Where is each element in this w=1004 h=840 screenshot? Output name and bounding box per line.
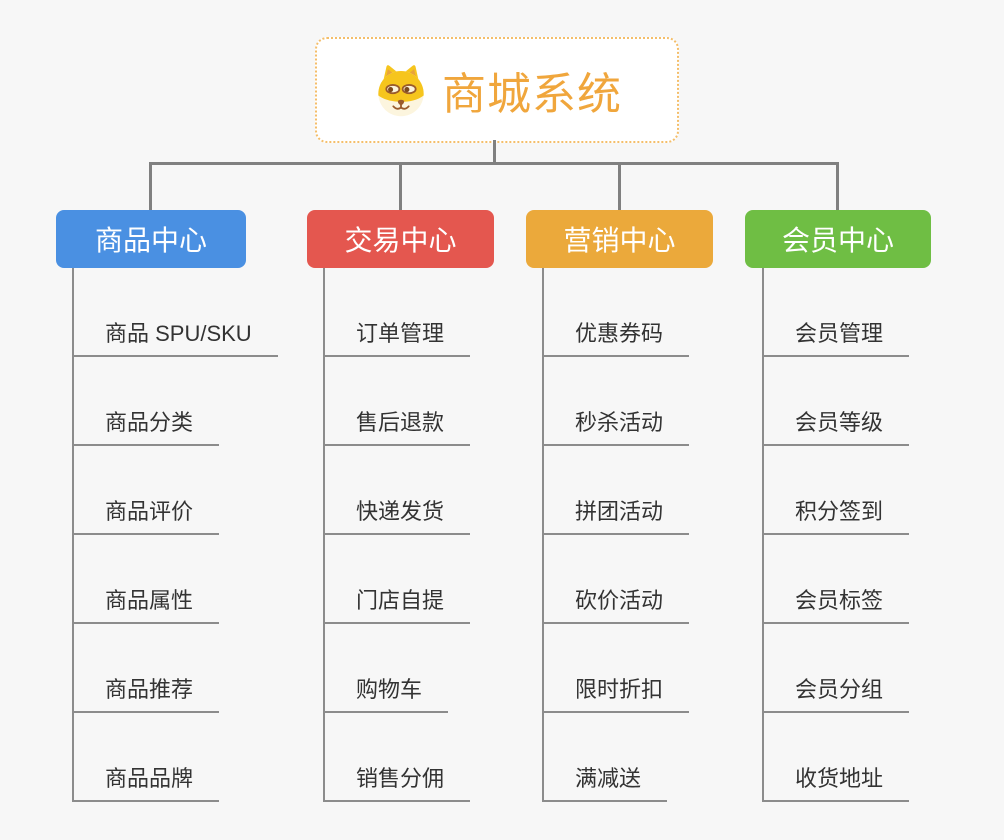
child-topic[interactable]: 商品品牌 xyxy=(72,766,220,802)
child-topic[interactable]: 商品属性 xyxy=(72,588,220,624)
branch-drop-connector xyxy=(149,162,152,210)
child-topic[interactable]: 积分签到 xyxy=(762,499,910,535)
child-topic[interactable]: 满减送 xyxy=(542,766,668,802)
child-topic[interactable]: 拼团活动 xyxy=(542,499,690,535)
branch-drop-connector xyxy=(399,162,402,210)
child-topic[interactable]: 会员等级 xyxy=(762,410,910,446)
child-topic[interactable]: 限时折扣 xyxy=(542,677,690,713)
branch-label: 会员中心 xyxy=(781,225,894,256)
branch-label: 营销中心 xyxy=(563,225,676,256)
child-topic[interactable]: 会员管理 xyxy=(762,321,910,357)
child-topic[interactable]: 订单管理 xyxy=(323,321,471,357)
branch-node-product-center[interactable]: 商品中心 xyxy=(56,210,246,268)
root-title: 商城系统 xyxy=(442,70,622,119)
branch-label: 交易中心 xyxy=(344,225,457,256)
child-topic[interactable]: 会员标签 xyxy=(762,588,910,624)
branch-node-member-center[interactable]: 会员中心 xyxy=(745,210,931,268)
branch-drop-connector xyxy=(836,162,839,210)
branch-node-trade-center[interactable]: 交易中心 xyxy=(307,210,494,268)
child-topic[interactable]: 秒杀活动 xyxy=(542,410,690,446)
child-topic[interactable]: 商品评价 xyxy=(72,499,220,535)
child-topic[interactable]: 售后退款 xyxy=(323,410,471,446)
root-node[interactable]: 商城系统 xyxy=(315,37,679,143)
branch-drop-connector xyxy=(618,162,621,210)
child-topic[interactable]: 收货地址 xyxy=(762,766,910,802)
child-topic[interactable]: 购物车 xyxy=(323,677,449,713)
child-topic[interactable]: 门店自提 xyxy=(323,588,471,624)
child-topic[interactable]: 优惠券码 xyxy=(542,321,690,357)
child-topic[interactable]: 快递发货 xyxy=(323,499,471,535)
child-topic[interactable]: 商品推荐 xyxy=(72,677,220,713)
branch-horizontal-connector xyxy=(149,162,839,165)
branch-node-marketing-center[interactable]: 营销中心 xyxy=(526,210,713,268)
child-topic[interactable]: 商品 SPU/SKU xyxy=(72,321,278,357)
child-topic[interactable]: 砍价活动 xyxy=(542,588,690,624)
dog-face-icon xyxy=(378,65,424,117)
root-stem-connector xyxy=(493,140,496,164)
branch-label: 商品中心 xyxy=(94,225,207,256)
child-topic[interactable]: 销售分佣 xyxy=(323,766,471,802)
child-topic[interactable]: 会员分组 xyxy=(762,677,910,713)
child-topic[interactable]: 商品分类 xyxy=(72,410,220,446)
